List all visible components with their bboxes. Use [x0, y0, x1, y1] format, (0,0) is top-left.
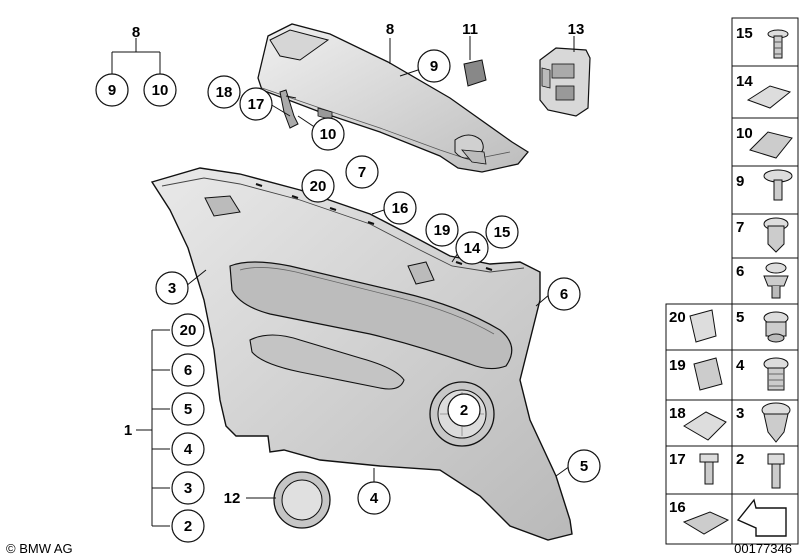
label-group-1: 1	[124, 422, 132, 439]
label-5: 5	[580, 458, 588, 475]
part-12-round-cover	[273, 471, 331, 529]
rivet-large-icon	[761, 402, 791, 443]
table-label-18: 18	[669, 405, 686, 422]
label-10-clip: 10	[320, 126, 337, 143]
label-9-shelf: 9	[430, 58, 438, 75]
label-17: 17	[248, 96, 265, 113]
arrow-icon	[736, 498, 787, 537]
table-label-10: 10	[736, 125, 753, 142]
label-3: 3	[168, 280, 176, 297]
label-8-group: 8	[132, 24, 140, 41]
table-label-2: 2	[736, 451, 744, 468]
diagram-id: 00177346	[734, 541, 792, 556]
clip-nut-icon	[746, 85, 792, 109]
label-14: 14	[464, 240, 481, 257]
table-label-5: 5	[736, 309, 744, 326]
table-label-4: 4	[736, 357, 745, 374]
label-9-group: 9	[108, 82, 116, 99]
label-6: 6	[560, 286, 568, 303]
label-16: 16	[392, 200, 409, 217]
callouts: 8 9 10 8 11 13 9 18 17 10 7 20 16 19 15 …	[95, 21, 601, 543]
label-8-main: 8	[386, 21, 394, 38]
clip-20-icon	[689, 309, 717, 343]
label-10-group: 10	[152, 82, 169, 99]
label-13: 13	[568, 21, 585, 38]
upper-shelf-trim	[257, 23, 529, 173]
label-11: 11	[462, 21, 478, 38]
table-label-19: 19	[669, 357, 686, 374]
screw-icon	[767, 29, 789, 59]
part-11-cap	[463, 59, 487, 87]
table-label-15: 15	[736, 25, 753, 42]
screw-17-icon	[699, 453, 719, 485]
label-7: 7	[358, 164, 366, 181]
label-4: 4	[370, 490, 379, 507]
table-label-17: 17	[669, 451, 686, 468]
label-g1-20: 20	[180, 322, 197, 339]
plug-icon	[763, 169, 793, 201]
label-g1-6: 6	[184, 362, 192, 379]
part-13-bracket	[539, 47, 591, 117]
copyright-text: © BMW AG	[6, 541, 73, 556]
table-label-7: 7	[736, 219, 744, 236]
label-18: 18	[216, 84, 233, 101]
clip-19-icon	[693, 357, 723, 391]
table-label-3: 3	[736, 405, 744, 422]
label-g1-2: 2	[184, 518, 192, 535]
spring-clip-icon	[749, 131, 793, 159]
table-label-16: 16	[669, 499, 686, 516]
table-label-9: 9	[736, 173, 744, 190]
label-g1-5: 5	[184, 401, 192, 418]
clip-16-icon	[682, 511, 730, 535]
grommet-clip-icon	[763, 262, 789, 299]
table-label-20: 20	[669, 309, 686, 326]
table-label-14: 14	[736, 73, 753, 90]
label-g1-4: 4	[184, 441, 193, 458]
rivet-icon	[763, 217, 789, 253]
clip-18-icon	[683, 411, 727, 441]
label-20: 20	[310, 178, 327, 195]
label-12: 12	[224, 490, 241, 507]
table-label-6: 6	[736, 263, 744, 280]
bolt-icon	[767, 453, 785, 489]
label-2: 2	[460, 402, 468, 419]
label-g1-3: 3	[184, 480, 192, 497]
grommet-icon	[763, 357, 789, 391]
label-15: 15	[494, 224, 511, 241]
label-19: 19	[434, 222, 451, 239]
push-clip-icon	[763, 311, 789, 343]
parts-table: 15 14 10 9 7 6 5 4 3 2 20 19 18 17 16	[665, 17, 799, 545]
